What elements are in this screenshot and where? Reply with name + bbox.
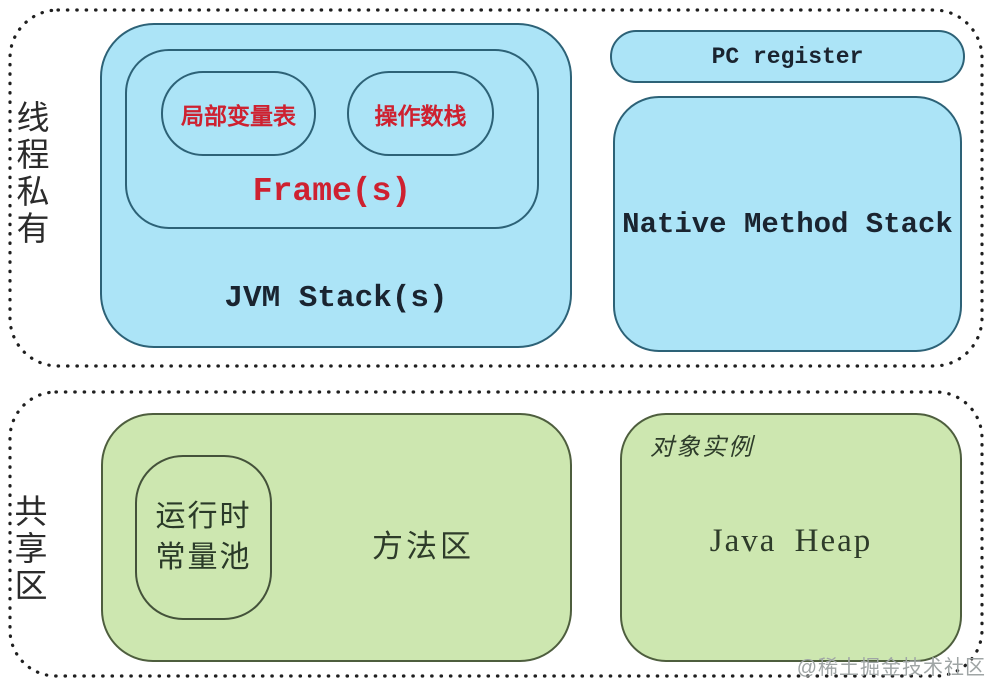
pc-register-label: PC register (711, 43, 864, 70)
runtime-constant-pool-box: 运行时 常量池 (135, 455, 272, 620)
runtime-constant-pool-label: 运行时 常量池 (156, 497, 252, 578)
jvm-stack-label: JVM Stack(s) (224, 281, 448, 316)
object-instance-annotation: 对象实例 (650, 435, 754, 461)
native-method-stack-label: Native Method Stack (622, 207, 953, 241)
runtime-constant-pool-line1: 运行时 (155, 500, 252, 533)
method-area-box: 运行时 常量池 方法区 (101, 413, 572, 662)
frame-box: 局部变量表 操作数栈 Frame(s) (125, 49, 539, 229)
pc-register-box: PC register (610, 30, 965, 83)
runtime-constant-pool-line2: 常量池 (155, 540, 252, 574)
java-heap-box: 对象实例 Java Heap (620, 413, 962, 662)
native-method-stack-box: Native Method Stack (613, 96, 962, 352)
operand-stack-label: 操作数栈 (374, 103, 467, 129)
local-variable-table-label: 局部变量表 (181, 103, 296, 129)
thread-private-label: 线程私有 (11, 100, 47, 248)
jvm-stack-box: 局部变量表 操作数栈 Frame(s) JVM Stack(s) (100, 23, 572, 348)
operand-stack-box: 操作数栈 (347, 71, 494, 156)
method-area-label: 方法区 (372, 529, 474, 564)
java-heap-label: Java Heap (709, 523, 873, 559)
watermark: @稀土掘金技术社区 (796, 657, 986, 679)
local-variable-table-box: 局部变量表 (161, 71, 316, 156)
frame-label: Frame(s) (252, 173, 412, 210)
shared-area-label: 共享区 (9, 494, 45, 605)
